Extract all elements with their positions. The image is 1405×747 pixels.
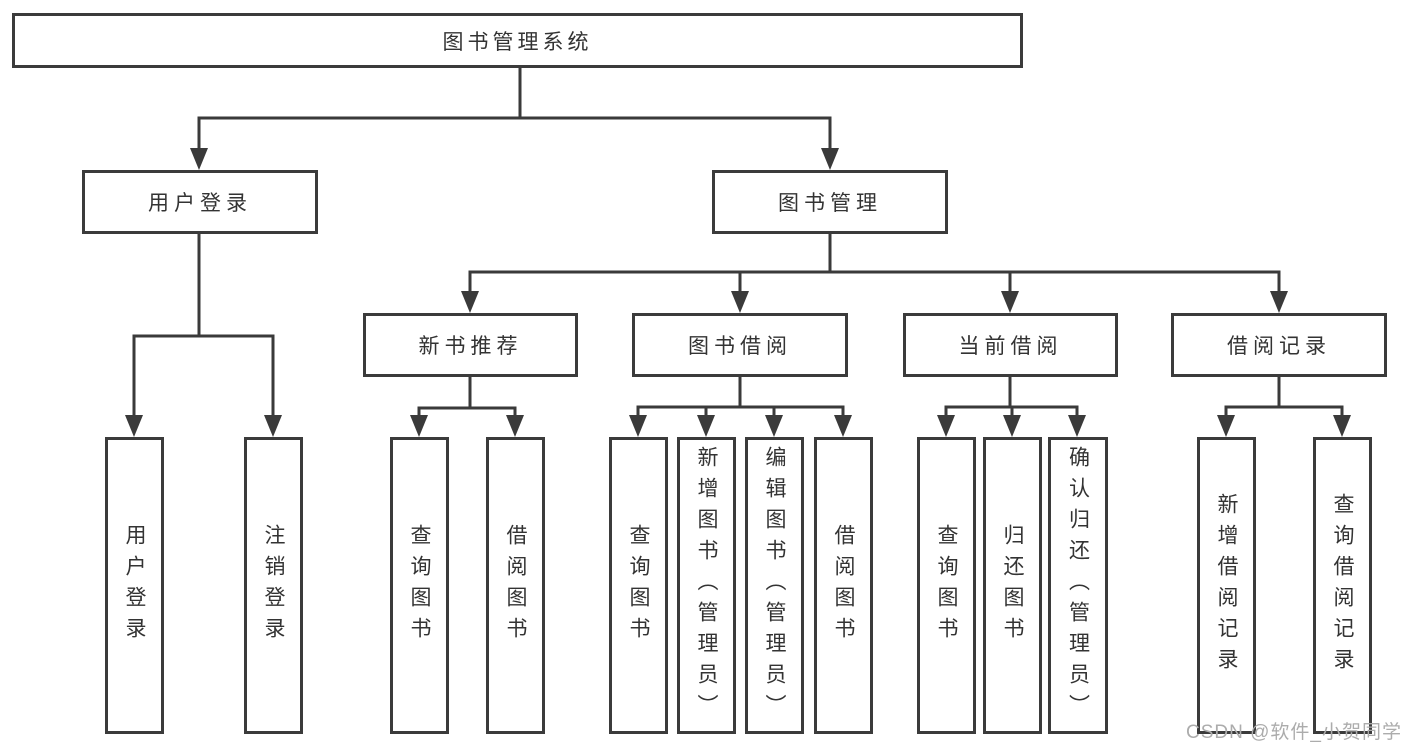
leaf-label: 确认归还（管理员）	[1066, 446, 1090, 725]
leaf-label: 新增图书（管理员）	[695, 446, 718, 725]
leaf-label: 查询借阅记录	[1331, 492, 1354, 679]
leaf-return-books: 归还图书	[983, 437, 1042, 734]
leaf-label: 注销登录	[262, 523, 285, 648]
csdn-watermark: CSDN @软件_小贺同学	[1186, 722, 1402, 743]
leaf-query-borrow-record: 查询借阅记录	[1313, 437, 1372, 734]
leaf-edit-books-admin: 编辑图书（管理员）	[745, 437, 804, 734]
leaf-label: 用户登录	[123, 523, 146, 648]
leaf-logout: 注销登录	[244, 437, 303, 734]
node-label: 图书管理系统	[442, 30, 593, 54]
connector-user-login-to-leaves	[125, 234, 282, 437]
connector-current-borrow-to-leaves	[937, 377, 1086, 437]
node-user-login: 用户登录	[82, 170, 318, 234]
connector-book-borrow-to-leaves	[629, 377, 852, 437]
leaf-label: 查询图书	[627, 523, 650, 648]
node-label: 当前借阅	[958, 335, 1063, 358]
node-label: 借阅记录	[1227, 335, 1331, 358]
leaf-label: 归还图书	[1001, 523, 1024, 648]
node-borrow-records: 借阅记录	[1171, 313, 1387, 377]
leaf-label: 借阅图书	[832, 523, 855, 648]
node-book-management: 图书管理	[712, 170, 948, 234]
node-library-management-system: 图书管理系统	[12, 13, 1023, 68]
leaf-query-books-recommend: 查询图书	[390, 437, 449, 734]
node-label: 用户登录	[148, 192, 252, 215]
leaf-query-books-borrow: 查询图书	[609, 437, 668, 734]
leaf-add-borrow-record: 新增借阅记录	[1197, 437, 1256, 734]
leaf-add-books-admin: 新增图书（管理员）	[677, 437, 736, 734]
node-label: 图书借阅	[688, 335, 792, 358]
leaf-query-books-current: 查询图书	[917, 437, 976, 734]
leaf-label: 借阅图书	[504, 523, 527, 648]
leaf-label: 查询图书	[935, 523, 958, 648]
connector-borrow-records-to-leaves	[1217, 377, 1351, 437]
connector-book-management-to-level3	[461, 234, 1288, 313]
node-label: 图书管理	[778, 192, 882, 215]
leaf-label: 查询图书	[408, 523, 431, 648]
node-current-borrow: 当前借阅	[903, 313, 1118, 377]
leaf-user-login: 用户登录	[105, 437, 164, 734]
node-book-borrow: 图书借阅	[632, 313, 848, 377]
leaf-label: 编辑图书（管理员）	[763, 446, 786, 725]
leaf-borrow-books-recommend: 借阅图书	[486, 437, 545, 734]
leaf-borrow-books: 借阅图书	[814, 437, 873, 734]
node-new-book-recommend: 新书推荐	[363, 313, 578, 377]
node-label: 新书推荐	[418, 335, 523, 358]
connector-root-to-level2	[190, 67, 839, 170]
leaf-confirm-return-admin: 确认归还（管理员）	[1048, 437, 1108, 734]
leaf-label: 新增借阅记录	[1215, 492, 1238, 679]
connector-new-book-recommend-to-leaves	[410, 377, 524, 437]
